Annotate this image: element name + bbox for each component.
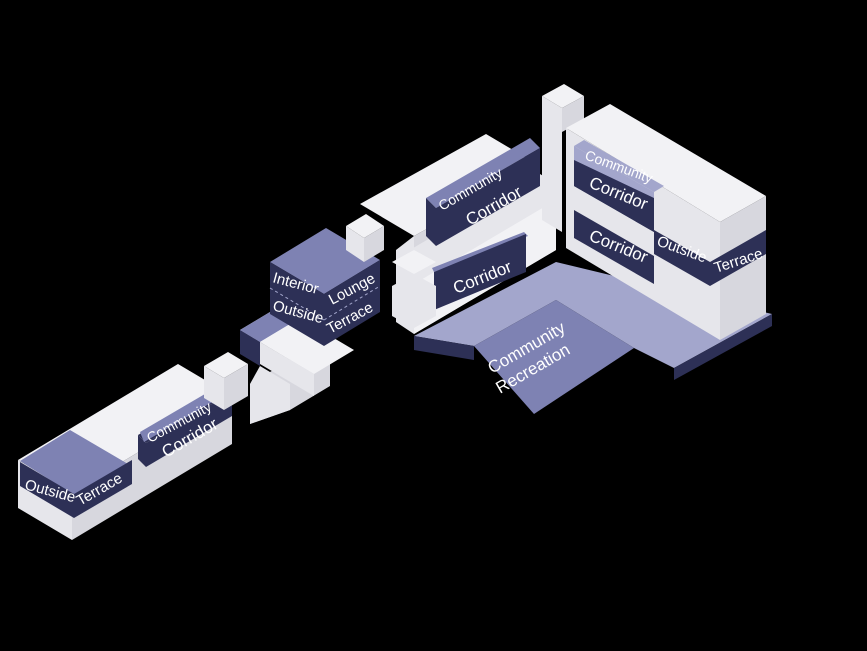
outside-terrace-left: Outside Terrace [20,430,132,518]
connector-block-4 [346,214,384,262]
connector-block-5 [392,250,436,328]
community-recreation-plaza: Community Recreation [414,262,772,414]
connector-block-1 [204,352,248,410]
connector-block-3 [260,318,354,396]
community-corridor-right: Community Corridor [574,140,664,232]
